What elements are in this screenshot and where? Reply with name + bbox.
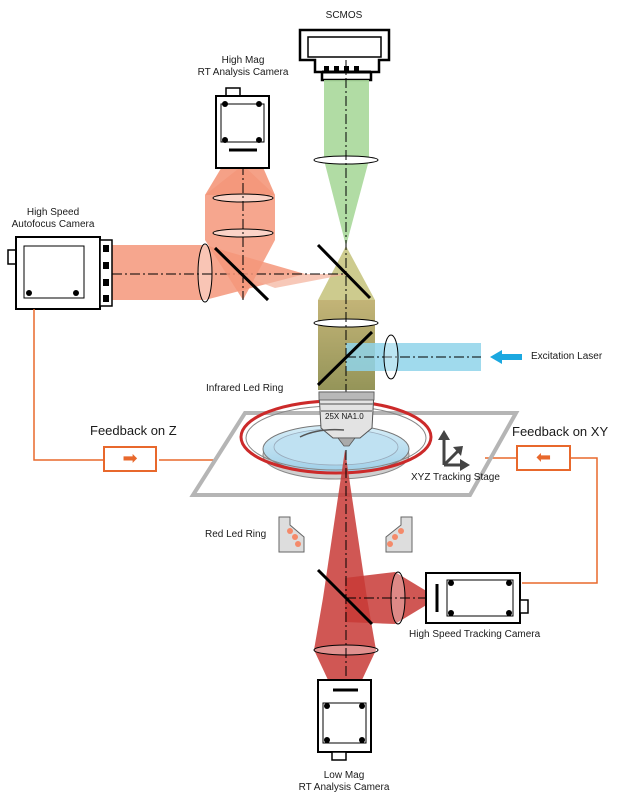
high-mag-camera <box>215 87 270 169</box>
high-mag-label-1: High Mag <box>221 55 265 66</box>
excitation-arrow-icon <box>490 350 522 364</box>
infrared-led-ring-label: Infrared Led Ring <box>206 383 284 394</box>
arrow-right-icon: ➡ <box>122 448 138 469</box>
high-mag-beam <box>205 165 275 300</box>
tracking-camera-label: High Speed Tracking Camera <box>409 629 541 640</box>
autofocus-camera <box>7 236 113 310</box>
excitation-lens <box>383 334 399 380</box>
xyz-stage-label: XYZ Tracking Stage <box>411 472 500 483</box>
low-mag-camera <box>317 679 372 761</box>
red-led-ring-label: Red Led Ring <box>205 529 267 540</box>
feedback-z-label: Feedback on Z <box>90 423 177 438</box>
tracking-camera <box>425 572 529 624</box>
low-mag-label-2: RT Analysis Camera <box>298 782 390 793</box>
arrow-left-icon: ⬅ <box>535 447 552 468</box>
autofocus-beam <box>112 243 348 303</box>
red-tracking-beam <box>313 450 440 700</box>
feedback-xy-label: Feedback on XY <box>512 424 609 439</box>
high-mag-label-2: RT Analysis Camera <box>197 67 289 78</box>
feedback-z-line <box>33 309 215 461</box>
scmos-label: SCMOS <box>325 10 363 21</box>
objective-label: 25X NA1.0 <box>325 412 364 421</box>
feedback-z-button: ➡ <box>103 446 157 472</box>
excitation-beam <box>346 334 522 380</box>
xyz-axes-icon <box>438 430 470 471</box>
mirror-tracking <box>316 568 374 626</box>
mirror-left <box>213 246 270 302</box>
red-led-right <box>385 516 413 553</box>
tracking-stage <box>189 411 520 497</box>
scmos-camera <box>298 28 391 82</box>
mirror-excitation <box>316 330 374 387</box>
autofocus-lens <box>197 243 213 303</box>
pipette <box>299 428 345 438</box>
low-mag-label-1: Low Mag <box>323 770 365 781</box>
excitation-laser-label: Excitation Laser <box>531 351 603 362</box>
red-led-left <box>278 516 305 553</box>
autofocus-label-2: Autofocus Camera <box>11 219 95 230</box>
mirror-center <box>316 243 372 300</box>
objective-lens <box>318 391 375 447</box>
autofocus-label-1: High Speed <box>26 207 80 218</box>
feedback-xy-line <box>485 457 598 584</box>
feedback-xy-button: ⬅ <box>516 445 571 471</box>
